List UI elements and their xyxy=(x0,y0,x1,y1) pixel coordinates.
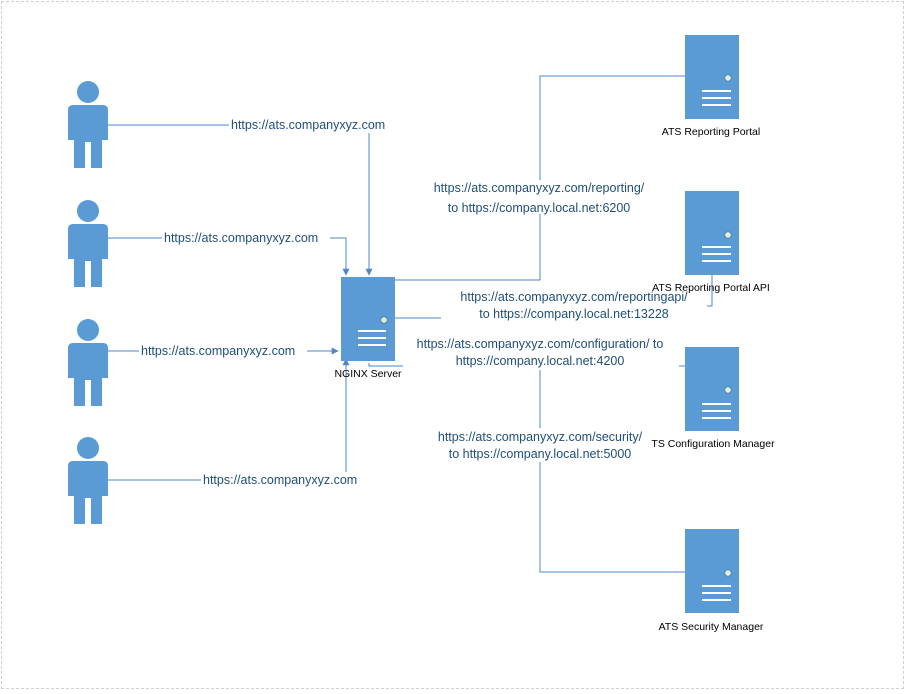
user-link-labels: https://ats.companyxyz.com https://ats.c… xyxy=(139,117,397,488)
user-3-link-label: https://ats.companyxyz.com xyxy=(141,344,295,358)
reporting-portal-label: ATS Reporting Portal xyxy=(662,126,760,138)
connectors xyxy=(108,72,716,576)
route-configuration-line1: https://ats.companyxyz.com/configuration… xyxy=(417,337,664,351)
route-reportingapi-line2: to https://company.local.net:13228 xyxy=(479,307,669,321)
connector-route-reporting xyxy=(369,72,713,281)
route-labels: https://ats.companyxyz.com/reporting/ to… xyxy=(403,180,707,462)
person-icon xyxy=(68,319,108,406)
server-reporting-portal-api[interactable] xyxy=(685,191,739,275)
user-4-link-label: https://ats.companyxyz.com xyxy=(203,473,357,487)
server-reporting-portal[interactable] xyxy=(685,35,739,119)
server-icon xyxy=(685,191,739,275)
backend-servers xyxy=(685,35,739,613)
reporting-portal-api-label: ATS Reporting Portal API xyxy=(652,282,770,294)
person-icon xyxy=(68,200,108,287)
user-2-link-label: https://ats.companyxyz.com xyxy=(164,231,318,245)
nginx-server-label: NGINX Server xyxy=(334,368,402,380)
route-security-line2: to https://company.local.net:5000 xyxy=(449,447,632,461)
server-security-manager[interactable] xyxy=(685,529,739,613)
user-1-link-label: https://ats.companyxyz.com xyxy=(231,118,385,132)
route-reportingapi-line1: https://ats.companyxyz.com/reportingapi/ xyxy=(460,290,688,304)
server-configuration-manager[interactable] xyxy=(685,347,739,431)
connector-user-1 xyxy=(108,124,373,276)
route-configuration-line2: https://company.local.net:4200 xyxy=(456,354,625,368)
connector-user-4 xyxy=(108,358,350,481)
node-labels: NGINX Server ATS Reporting Portal ATS Re… xyxy=(334,126,775,633)
person-icon xyxy=(68,437,108,524)
route-reporting-line2: to https://company.local.net:6200 xyxy=(448,201,631,215)
users xyxy=(68,81,108,524)
person-icon xyxy=(68,81,108,168)
nginx-server[interactable] xyxy=(341,277,395,361)
configuration-manager-label: TS Configuration Manager xyxy=(651,438,775,450)
route-reporting-line1: https://ats.companyxyz.com/reporting/ xyxy=(434,181,645,195)
security-manager-label: ATS Security Manager xyxy=(659,621,764,633)
route-security-line1: https://ats.companyxyz.com/security/ xyxy=(438,430,643,444)
